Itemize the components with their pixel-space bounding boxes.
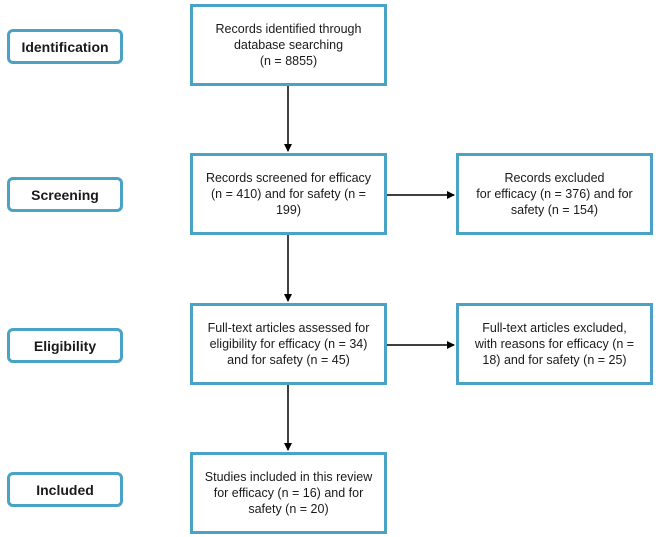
- stage-label-included: Included: [7, 472, 123, 507]
- studies-included-box: Studies included in this review for effi…: [190, 452, 387, 534]
- fulltext-assessed-box: Full-text articles assessed for eligibil…: [190, 303, 387, 385]
- stage-label-eligibility: Eligibility: [7, 328, 123, 363]
- fulltext-excluded-box: Full-text articles excluded, with reason…: [456, 303, 653, 385]
- stage-label-identification: Identification: [7, 29, 123, 64]
- records-excluded-box: Records excluded for efficacy (n = 376) …: [456, 153, 653, 235]
- records-identified-box: Records identified through database sear…: [190, 4, 387, 86]
- stage-label-screening: Screening: [7, 177, 123, 212]
- records-screened-box: Records screened for efficacy (n = 410) …: [190, 153, 387, 235]
